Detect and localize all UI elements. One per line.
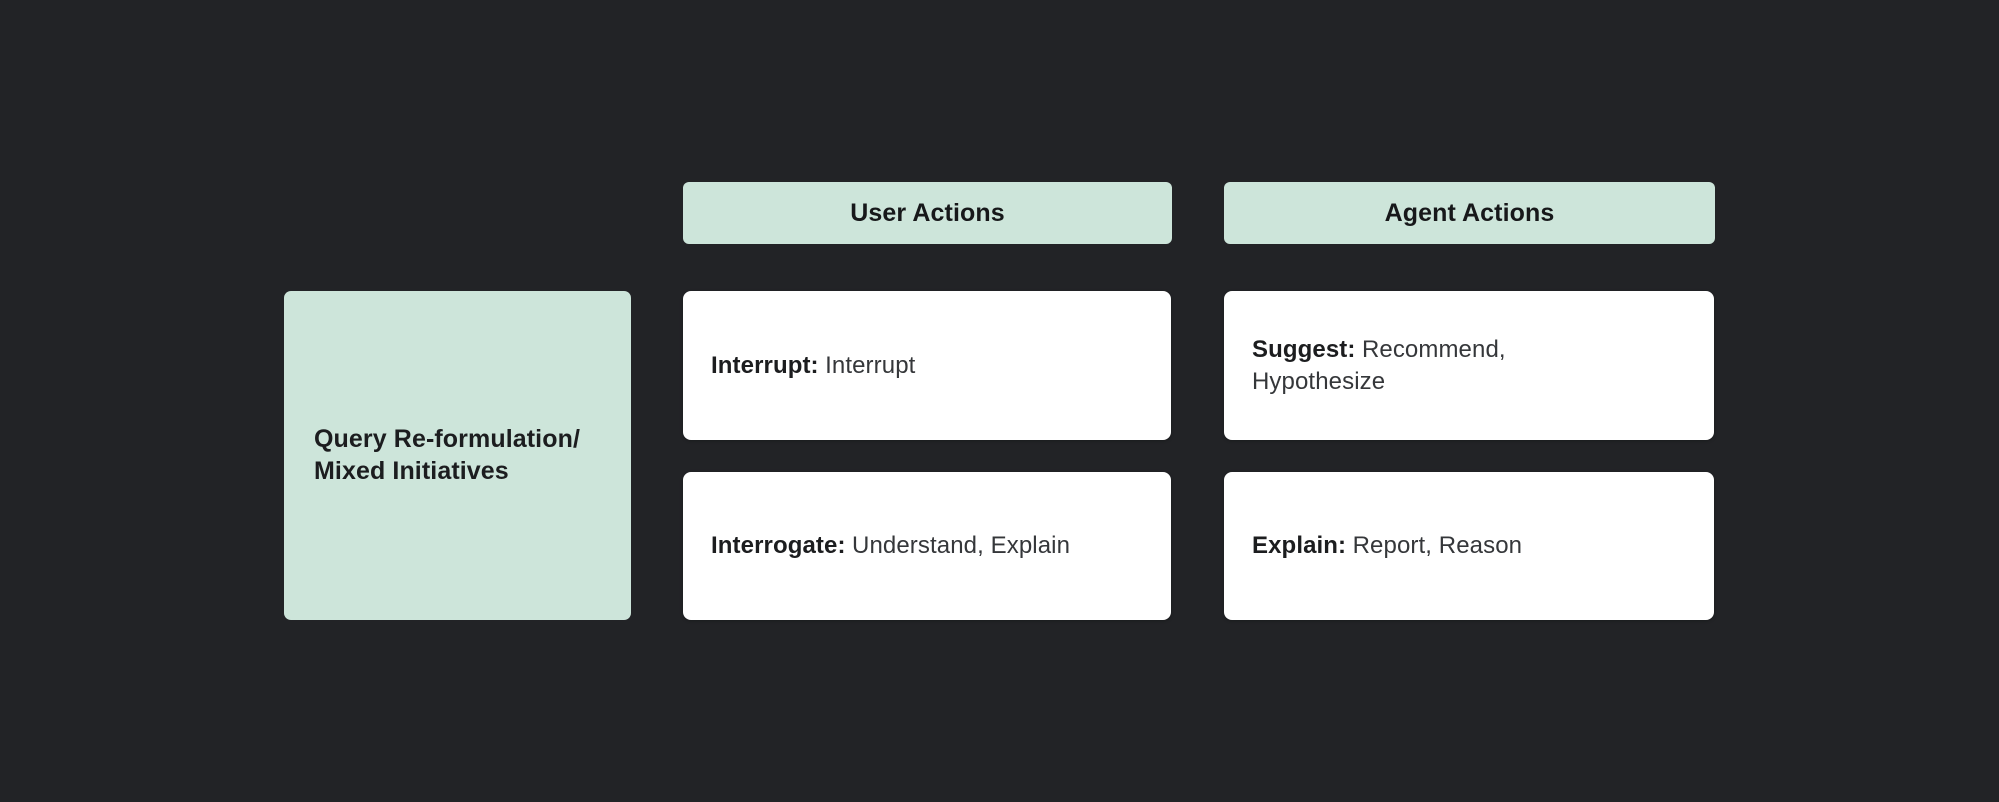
card-interrupt-text: Interrupt:Interrupt bbox=[711, 350, 915, 382]
card-explain-detail: Report, Reason bbox=[1352, 532, 1523, 560]
column-header-agent-actions: Agent Actions bbox=[1224, 182, 1715, 244]
card-interrogate-text: Interrogate:Understand, Explain bbox=[711, 530, 1070, 562]
card-interrogate-detail: Understand, Explain bbox=[852, 532, 1071, 560]
card-explain-text: Explain:Report, Reason bbox=[1252, 530, 1522, 562]
column-header-agent-actions-label: Agent Actions bbox=[1384, 198, 1555, 227]
column-header-user-actions-label: User Actions bbox=[850, 198, 1005, 227]
card-suggest: Suggest:Recommend, Hypothesize bbox=[1224, 291, 1714, 440]
card-explain: Explain:Report, Reason bbox=[1224, 472, 1714, 620]
card-interrupt: Interrupt:Interrupt bbox=[683, 291, 1171, 440]
card-interrogate: Interrogate:Understand, Explain bbox=[683, 472, 1171, 620]
card-interrupt-detail: Interrupt bbox=[825, 351, 916, 379]
category-box-query-reformulation: Query Re-formulation/ Mixed Initiatives bbox=[284, 291, 631, 620]
card-interrogate-term: Interrogate: bbox=[711, 532, 846, 560]
category-label-line-2: Mixed Initiatives bbox=[314, 456, 509, 485]
card-suggest-detail: Recommend, Hypothesize bbox=[1252, 335, 1506, 395]
card-suggest-text: Suggest:Recommend, Hypothesize bbox=[1252, 334, 1592, 397]
card-explain-term: Explain: bbox=[1252, 532, 1347, 560]
card-interrupt-term: Interrupt: bbox=[711, 351, 819, 379]
column-header-user-actions: User Actions bbox=[683, 182, 1172, 244]
card-suggest-term: Suggest: bbox=[1252, 335, 1356, 363]
category-label: Query Re-formulation/ Mixed Initiatives bbox=[314, 424, 580, 487]
category-label-line-1: Query Re-formulation/ bbox=[314, 425, 581, 453]
